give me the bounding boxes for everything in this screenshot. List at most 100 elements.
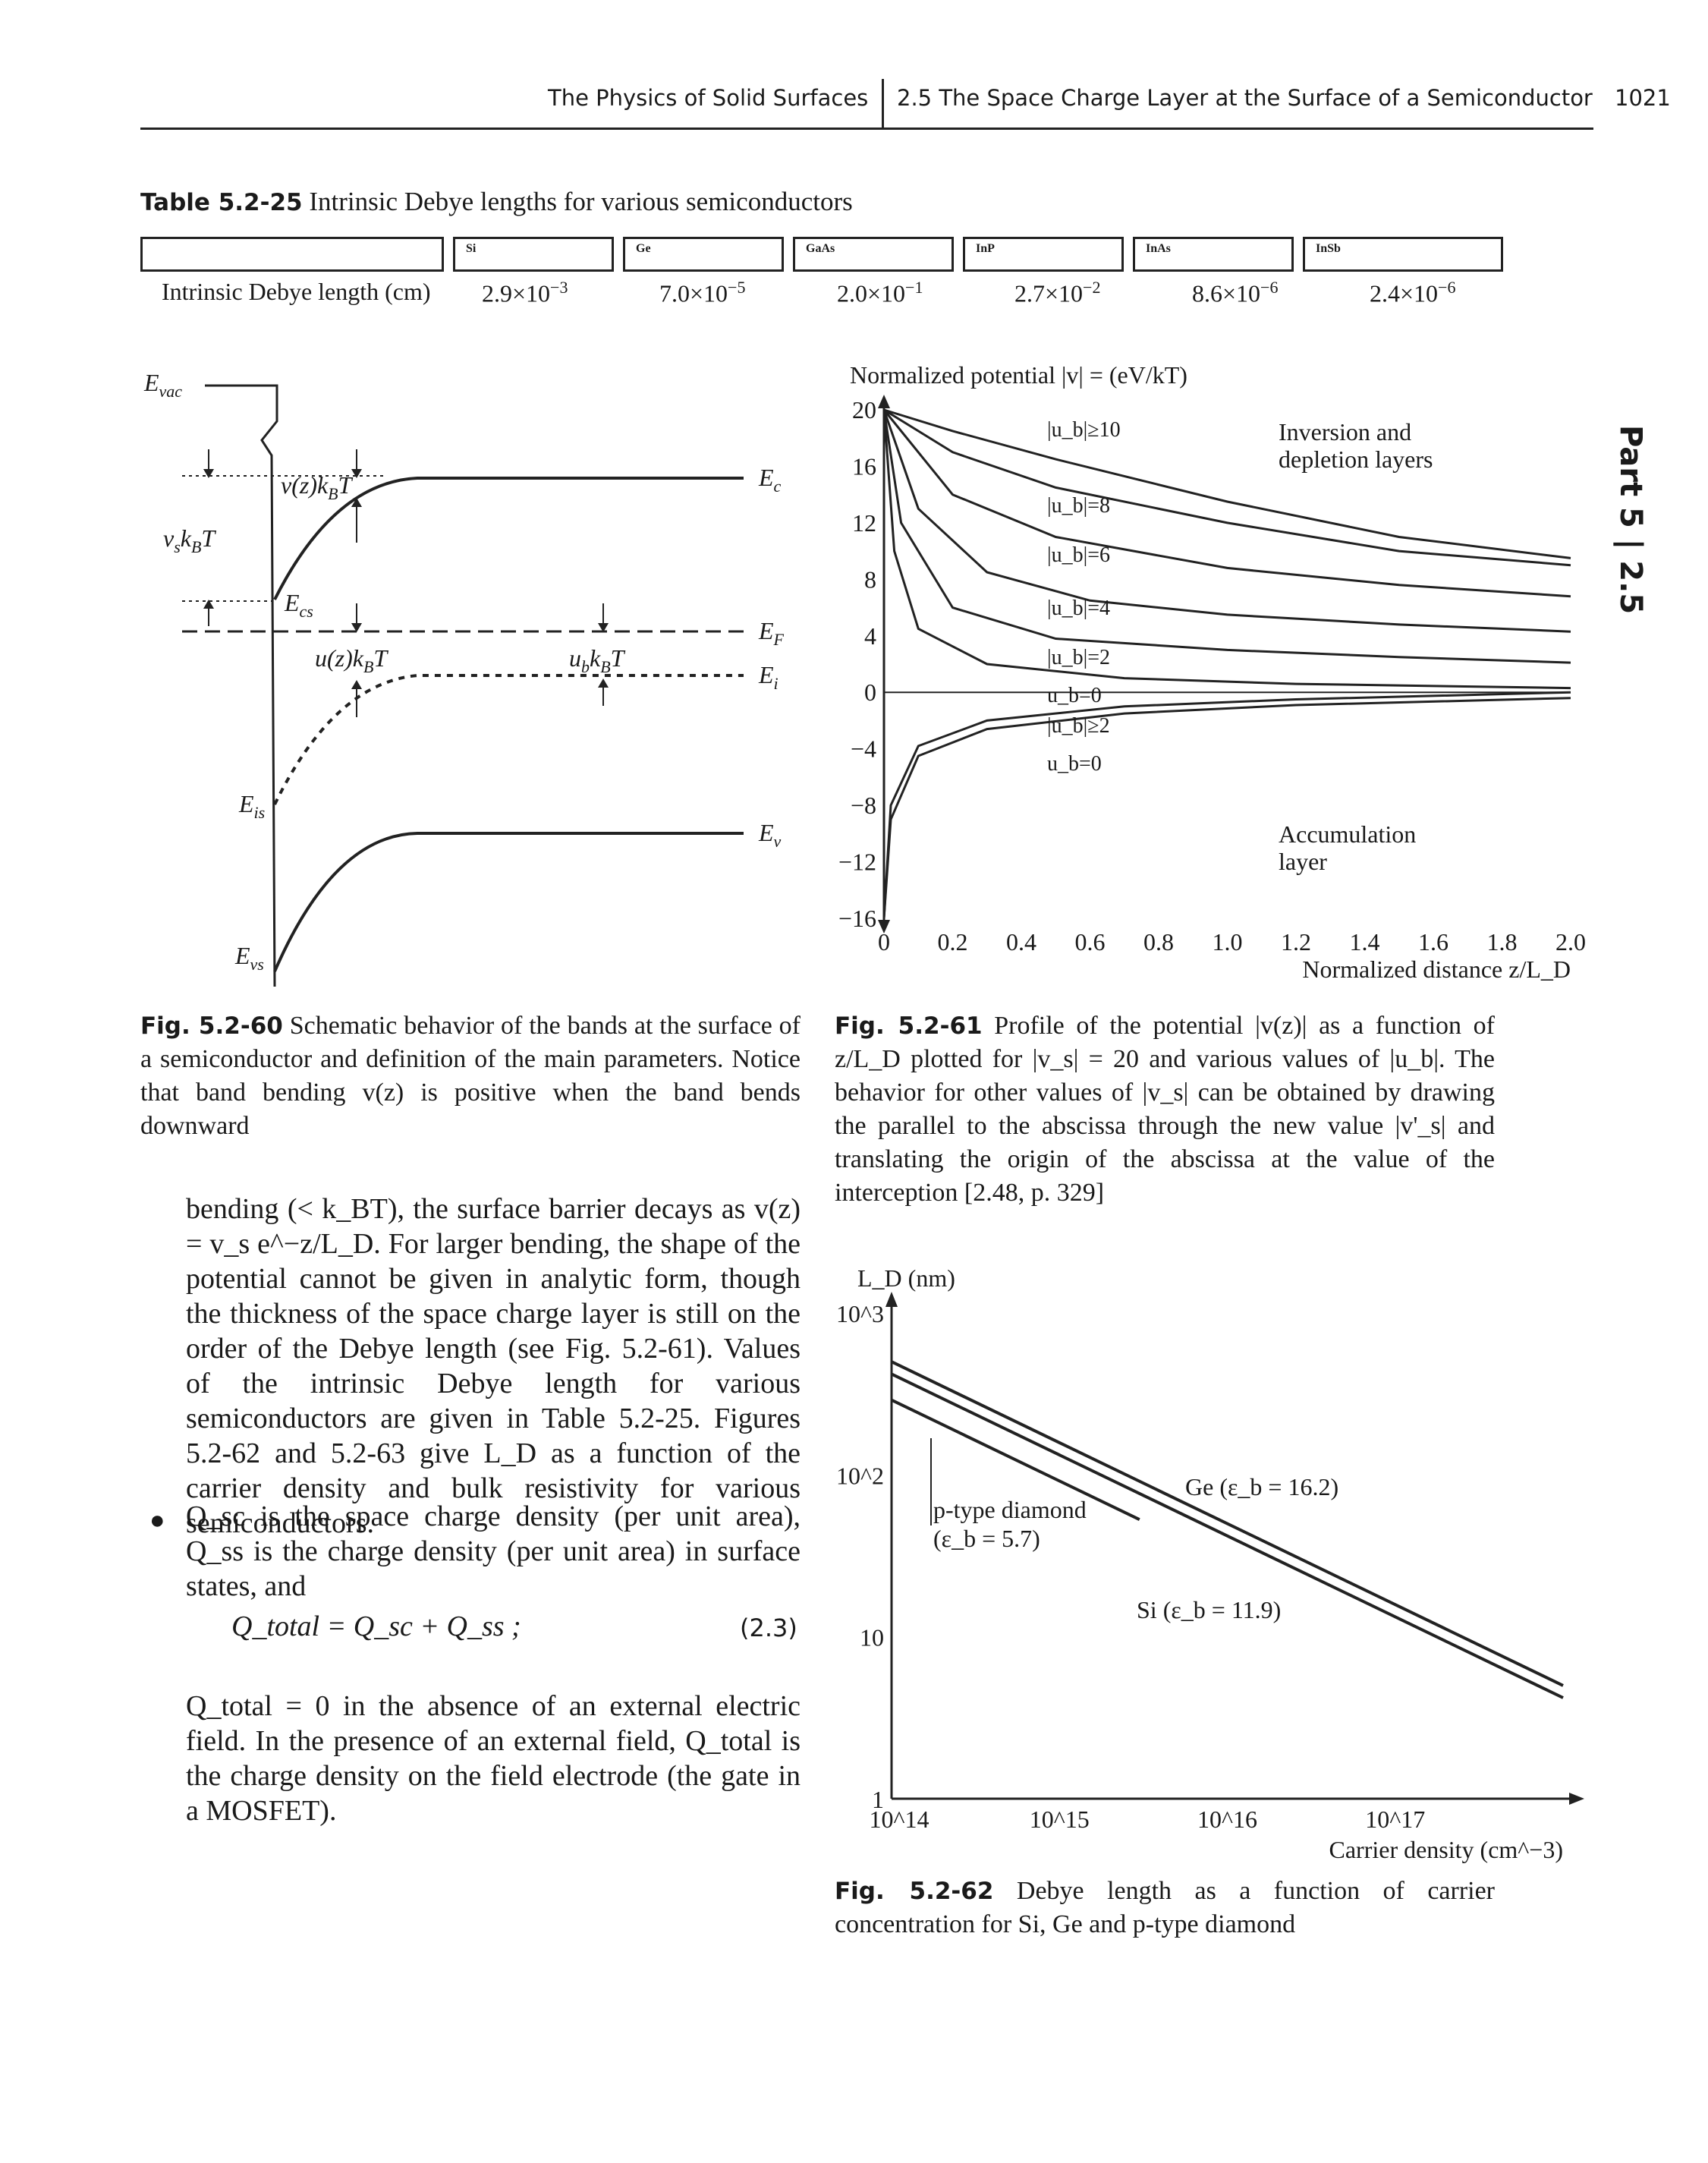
vs-label: vskBT: [163, 524, 216, 556]
chart62-plot-group: L_D (nm) 10^3 10^2 10 110^14 10^15 10^16 10^17C…: [836, 1264, 1584, 1863]
evac-label: Evac: [143, 369, 182, 401]
chart61-x-tick: 1.4: [1350, 928, 1380, 956]
chart61-y-arrow-down: [878, 920, 890, 934]
chart61-y-tick: 4: [864, 622, 876, 650]
evs-label: Evs: [234, 942, 264, 974]
table-cell-inp: 2.7×10−2: [1014, 278, 1101, 307]
chart62-y-tick: 1: [872, 1786, 884, 1813]
table-header-ge: Ge: [623, 237, 784, 272]
chart61-accumulation-label: Accumulation: [1279, 820, 1416, 848]
chart62-si-label: Si (ε_b = 11.9): [1137, 1596, 1281, 1623]
chart61-y-tick: 16: [852, 452, 876, 480]
chart61-x-tick: 1.0: [1213, 928, 1243, 956]
chart61-series-line-1: [883, 408, 1571, 567]
page-number: 1021: [1615, 85, 1671, 111]
bullet-dot: ●: [149, 1507, 165, 1535]
chart61-series-line-4: [882, 409, 1571, 664]
fig60-caption-text: Schematic behavior of the bands at the s…: [140, 1012, 801, 1140]
chart61-y-tick: −12: [838, 849, 876, 876]
chart61-curve-label: |u_b|=6: [1047, 543, 1110, 567]
chart61-curve-label: |u_b|≥10: [1047, 418, 1121, 442]
table-header-blank: [140, 237, 444, 272]
band-diagram-figure: Evac Ec v(z)kBT vskBT Ecs EF u(z)kBT ubk…: [143, 369, 785, 987]
chart62-y-tick: 10^2: [836, 1462, 884, 1489]
chart62-x-tick: 10^14: [869, 1806, 929, 1833]
chart61-y-arrow-up: [878, 395, 890, 408]
vz-label: v(z)kBT: [281, 471, 354, 503]
chart62-series-line-1: [891, 1372, 1564, 1699]
chart61-curve-label: u_b=0: [1047, 752, 1102, 776]
chart61-y-tick: 8: [864, 565, 876, 593]
chart61-x-tick: 1.2: [1281, 928, 1311, 956]
table-header-inas: InAs: [1133, 237, 1294, 272]
table-caption: Table 5.2-25 Intrinsic Debye lengths for…: [140, 187, 853, 217]
chart62-y-arrow: [885, 1292, 898, 1307]
body-paragraph-2: Q_total = 0 in the absence of an externa…: [186, 1690, 801, 1827]
chart61-y-tick: −4: [851, 735, 876, 763]
ev-label: Ev: [758, 819, 782, 851]
chart61-y-tick: 0: [864, 678, 876, 706]
chart62-series-line-0: [891, 1360, 1564, 1687]
fig61-caption-text: Profile of the potential |v(z)| as a fun…: [835, 1012, 1495, 1207]
chart61-accumulation-label: layer: [1279, 848, 1327, 875]
fig60-caption: Fig. 5.2-60 Schematic behavior of the ba…: [140, 1009, 801, 1143]
chart62-x-tick: 10^16: [1197, 1806, 1257, 1833]
chart61-inversion-label: depletion layers: [1279, 446, 1433, 473]
chart61-x-tick: 2.0: [1555, 928, 1586, 956]
chart61-curve-label: |u_b|=8: [1047, 494, 1110, 518]
chart62-series-line-2: [891, 1398, 1140, 1522]
chart62-diamond-eps: (ε_b = 5.7): [933, 1525, 1040, 1552]
header-divider: [882, 79, 884, 128]
fig61-caption: Fig. 5.2-61 Profile of the potential |v(…: [835, 1009, 1495, 1210]
ei-label: Ei: [758, 661, 779, 693]
chart62-diamond-label: p-type diamond: [933, 1496, 1087, 1523]
chart61-xlabel: Normalized distance z/L_D: [1302, 956, 1571, 983]
chart62-y-tick: 10^3: [836, 1300, 884, 1327]
table-row-label: Intrinsic Debye length (cm): [162, 278, 431, 305]
chart61-x-tick: 0: [878, 928, 890, 956]
chart61-series-line-5: [882, 409, 1571, 690]
ef-label: EF: [758, 617, 785, 649]
chart62-y-tick: 10: [860, 1624, 884, 1651]
chart61-x-tick: 0.4: [1006, 928, 1036, 956]
chart61-x-tick: 0.2: [938, 928, 968, 956]
table-cell-inas: 8.6×10−6: [1192, 278, 1279, 307]
fig62-caption: Fig. 5.2-62 Debye length as a function o…: [835, 1875, 1495, 1941]
chart61-curve-label: |u_b|=2: [1047, 646, 1110, 669]
debye-table: Si Ge GaAs InP InAs InSb Intrinsic Debye…: [140, 237, 1570, 308]
eis-label: Eis: [238, 790, 265, 822]
potential-profile-chart: Normalized potential |v| = (eV/kT)201612…: [838, 361, 1586, 983]
running-header-book: The Physics of Solid Surfaces: [548, 85, 869, 111]
chart61-y-tick: 20: [852, 396, 876, 423]
chart61-curve-label: |u_b|≥2: [1047, 714, 1110, 738]
ecs-label: Ecs: [284, 589, 313, 621]
chart62-ylabel: L_D (nm): [857, 1264, 955, 1292]
table-cell-gaas: 2.0×10−1: [837, 278, 923, 307]
ub-label: ubkBT: [569, 644, 626, 676]
running-header-section: 2.5 The Space Charge Layer at the Surfac…: [897, 85, 1593, 111]
fig62-caption-label: Fig. 5.2-62: [835, 1878, 994, 1905]
chart61-series-line-6: [882, 697, 1571, 919]
chart61-x-tick: 0.8: [1143, 928, 1174, 956]
valence-band-curve: [273, 832, 744, 972]
chart61-curve-label: u_b=0: [1047, 684, 1102, 707]
fig60-caption-label: Fig. 5.2-60: [140, 1012, 283, 1040]
chart62-xlabel: Carrier density (cm^−3): [1329, 1836, 1563, 1863]
chart61-series-line-7: [882, 691, 1571, 919]
chart61-x-tick: 1.6: [1418, 928, 1448, 956]
table-label: Table 5.2-25: [140, 189, 303, 216]
vacuum-level-line: [205, 384, 278, 987]
chart61-y-tick: −16: [838, 905, 876, 932]
body-paragraph-1: bending (< k_BT), the surface barrier de…: [186, 1193, 801, 1539]
table-header-gaas: GaAs: [793, 237, 954, 272]
chart62-x-tick: 10^15: [1030, 1806, 1090, 1833]
chart61-inversion-label: Inversion and: [1279, 418, 1411, 446]
chart61-y-tick: 12: [852, 509, 876, 537]
table-cell-insb: 2.4×10−6: [1370, 278, 1456, 307]
part-side-tab: Part 5 | 2.5: [1613, 425, 1648, 615]
equation-number: (2.3): [740, 1614, 797, 1642]
chart61-y-tick: −8: [851, 792, 876, 819]
debye-length-chart: L_D (nm) 10^3 10^2 10 110^14 10^15 10^16 10^17C…: [836, 1264, 1584, 1863]
chart62-x-tick: 10^17: [1365, 1806, 1425, 1833]
chart61-curve-label: |u_b|=4: [1047, 597, 1110, 620]
